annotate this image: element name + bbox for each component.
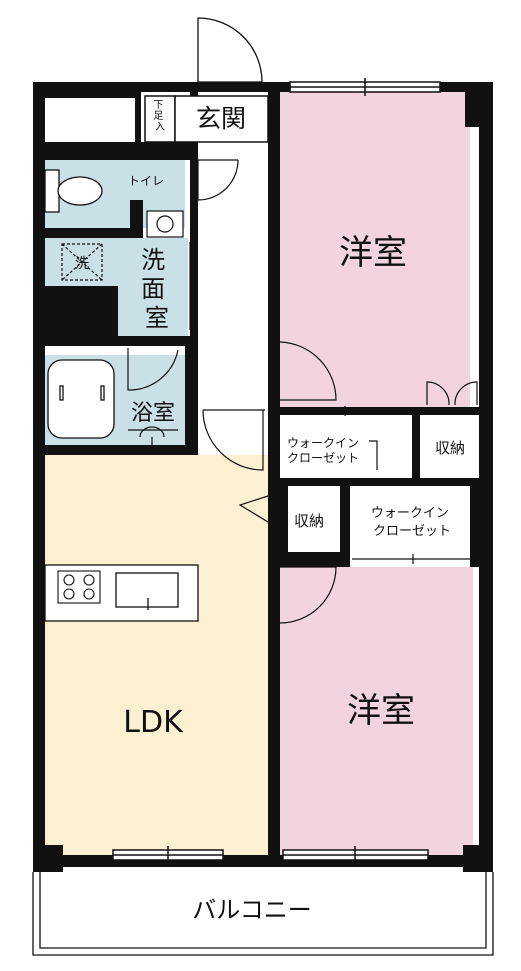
washer-label: 洗 — [75, 256, 89, 272]
genkan-box — [174, 95, 269, 143]
walkin-lower-line-1: ウォークイン — [371, 506, 449, 521]
washroom-door — [189, 242, 195, 330]
storage-top-left — [45, 98, 135, 142]
washroom-char-2: 面 — [141, 275, 165, 303]
bathroom-door — [127, 348, 179, 446]
walkin-upper-line-1: ウォークイン — [287, 436, 359, 450]
western-room-upper-label: 洋室 — [339, 233, 407, 273]
western-room-lower-label: 洋室 — [347, 691, 415, 731]
walkin-lower-box — [350, 486, 470, 552]
western-lower-door — [279, 566, 337, 624]
getabako-box — [144, 95, 176, 143]
getabako-char-3: 入 — [155, 122, 165, 133]
walkin-upper-box — [280, 415, 412, 478]
western-room-lower-fill — [280, 567, 473, 855]
walkin-upper-line-2: クローゼット — [287, 451, 359, 465]
storage-upper-doors — [426, 381, 478, 406]
bathroom-label: 浴室 — [131, 401, 175, 426]
ldk-storage-door — [238, 495, 269, 523]
washbasin-icon — [146, 210, 184, 238]
walkin-lower-label: ウォークイン クローゼット — [371, 506, 453, 539]
storage-lower-label: 収納 — [294, 512, 324, 530]
ldk-fill — [45, 455, 268, 855]
toilet-door — [197, 159, 239, 201]
balcony-label: バルコニー — [192, 896, 312, 924]
bathtub-icon — [47, 359, 115, 439]
stove-icon — [57, 570, 101, 604]
walkin-upper-label: ウォークイン クローゼット — [287, 436, 363, 465]
washer-pan-icon — [61, 243, 103, 281]
ldk-label: LDK — [123, 705, 184, 740]
walkin-lower-door — [352, 554, 470, 564]
western-room-upper-fill — [280, 92, 470, 407]
washroom-char-1: 洗 — [141, 246, 165, 274]
walkin-upper-door — [282, 406, 410, 470]
balcony-outline — [32, 872, 494, 956]
entrance-door — [197, 17, 263, 83]
washroom-label: 洗 面 室 — [141, 246, 173, 332]
western-upper-door — [279, 341, 337, 401]
washroom-char-3: 室 — [145, 304, 169, 332]
getabako-label: 下 足 入 — [153, 100, 166, 133]
windows — [112, 78, 441, 864]
walkin-lower-line-2: クローゼット — [373, 524, 451, 539]
toilet-label: トイレ — [128, 174, 164, 188]
storage-lower-box — [288, 486, 340, 552]
getabako-char-1: 下 — [153, 100, 163, 111]
toilet-icon — [44, 169, 103, 213]
storage-upper-right-box — [420, 415, 479, 478]
washroom-fill-b — [118, 238, 188, 336]
genkan-label: 玄関 — [196, 104, 246, 133]
storage-upper-label: 収納 — [435, 439, 465, 457]
ldk-entry-door — [202, 409, 265, 471]
getabako-char-2: 足 — [153, 110, 163, 122]
corridor-fill — [198, 150, 268, 405]
